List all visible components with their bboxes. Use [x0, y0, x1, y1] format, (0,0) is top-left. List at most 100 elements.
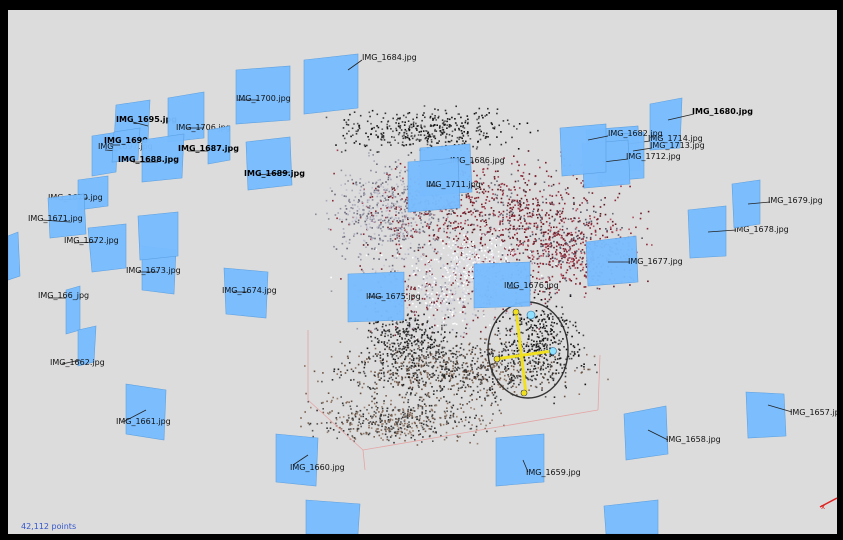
- camera-plane[interactable]: [47, 193, 87, 239]
- camera-frustum[interactable]: IMG_1679.jpg: [731, 179, 823, 229]
- camera-plane[interactable]: [235, 65, 291, 125]
- point-cloud-scene[interactable]: IMG_1695.jpgIMG_1706.jpgIMG_1697.jpgIMG_…: [8, 10, 837, 534]
- camera-plane[interactable]: [603, 499, 659, 534]
- camera-frustum[interactable]: IMG_1676.jpg: [473, 261, 559, 309]
- camera-frustum[interactable]: IMG_1675.jpg: [347, 271, 421, 323]
- camera-plane[interactable]: [167, 91, 205, 143]
- camera-leader-line: [707, 229, 737, 233]
- camera-leader-line: [587, 135, 609, 141]
- camera-plane[interactable]: [125, 383, 167, 441]
- camera-frustum[interactable]: IMG_1684.jpg: [303, 53, 417, 115]
- camera-label: IMG_1680.jpg: [692, 107, 753, 116]
- camera-frustum[interactable]: IMG_1687.jpg: [178, 125, 239, 165]
- camera-label: IMG_1684.jpg: [362, 53, 417, 62]
- camera-label: IMG_1671.jpg: [28, 214, 83, 223]
- camera-leader-line: [522, 459, 529, 473]
- camera-label: IMG_1711.jpg: [426, 180, 481, 189]
- camera-plane[interactable]: [731, 179, 761, 229]
- camera-plane[interactable]: [649, 97, 683, 151]
- camera-frustum[interactable]: IMG_1672.jpg: [64, 223, 127, 273]
- camera-plane[interactable]: [305, 499, 361, 534]
- camera-label: IMG_1674.jpg: [222, 286, 277, 295]
- camera-plane[interactable]: [687, 205, 727, 259]
- camera-label: IMG_1677.jpg: [628, 257, 683, 266]
- camera-frustum[interactable]: IMG_166_jpg: [38, 285, 89, 335]
- camera-plane[interactable]: [91, 131, 119, 177]
- camera-label: IMG_1676.jpg: [504, 281, 559, 290]
- camera-label: IMG_1673.jpg: [126, 266, 181, 275]
- camera-frustum[interactable]: IMG_1678.jpg: [687, 205, 789, 259]
- camera-leader-line: [292, 454, 309, 466]
- camera-label: IMG_1662.jpg: [50, 358, 105, 367]
- camera-leader-line: [257, 171, 291, 176]
- camera-leader-line: [132, 121, 149, 127]
- camera-plane[interactable]: [245, 136, 293, 191]
- camera-plane[interactable]: [111, 127, 141, 163]
- axis-x-label: x: [821, 503, 825, 511]
- camera-leader-line: [73, 241, 97, 244]
- camera-label: IMG_1689.jpg: [244, 169, 305, 178]
- camera-frustum[interactable]: IMG_1658.jpg: [623, 405, 721, 461]
- camera-plane[interactable]: [275, 433, 319, 487]
- camera-plane[interactable]: [495, 433, 545, 487]
- camera-plane[interactable]: [141, 133, 185, 183]
- camera-plane[interactable]: [473, 261, 531, 309]
- camera-frustum[interactable]: IMG_1662.jpg: [50, 325, 105, 367]
- camera-plane[interactable]: [137, 211, 179, 261]
- camera-leader-line: [647, 429, 669, 441]
- camera-frustum[interactable]: IMG_1700.jpg: [235, 65, 291, 125]
- camera-frustum[interactable]: IMG_1688.jpg: [118, 133, 185, 183]
- camera-leader-line: [122, 409, 147, 423]
- camera-leader-line: [602, 158, 629, 163]
- camera-label: IMG_1678.jpg: [734, 225, 789, 234]
- camera-frustum[interactable]: IMG_1706.jpg: [167, 91, 231, 143]
- camera-label: IMG_1659.jpg: [526, 468, 581, 477]
- camera-frustum[interactable]: IMG_1677.jpg: [585, 235, 683, 287]
- camera-frustum[interactable]: IMG_1689.jpg: [244, 136, 305, 191]
- camera-label: IMG_1690: [104, 136, 148, 145]
- transform-gizmo[interactable]: [487, 301, 569, 399]
- camera-label: IMG_1661.jpg: [116, 417, 171, 426]
- camera-plane[interactable]: [585, 235, 639, 287]
- camera-label: IMG_1688.jpg: [118, 155, 179, 164]
- camera-plane[interactable]: [223, 267, 269, 319]
- bounding-box: [307, 330, 601, 471]
- camera-leader-line: [767, 404, 793, 413]
- camera-plane[interactable]: [623, 405, 669, 461]
- camera-leader-line: [667, 113, 695, 121]
- camera-plane[interactable]: [745, 391, 787, 439]
- camera-label: IMG_166_jpg: [38, 291, 89, 300]
- camera-plane[interactable]: [77, 325, 97, 367]
- camera-plane[interactable]: [407, 157, 461, 213]
- camera-set: IMG_1695.jpgIMG_1706.jpgIMG_1697.jpgIMG_…: [8, 53, 837, 534]
- camera-label: IMG_1686.jpg: [450, 156, 505, 165]
- camera-frustum[interactable]: IMG_1682.jpg: [559, 123, 663, 177]
- camera-plane[interactable]: [87, 223, 127, 273]
- camera-leader-line: [747, 201, 771, 205]
- camera-plane[interactable]: [8, 231, 21, 281]
- point-count-status: 42,112 points: [21, 522, 77, 531]
- camera-label: IMG_1687.jpg: [178, 144, 239, 153]
- camera-label: IMG_1712.jpg: [626, 152, 681, 161]
- camera-frustum[interactable]: IMG_1680.jpg: [649, 97, 753, 151]
- camera-label: IMG_1706.jpg: [176, 123, 231, 132]
- camera-label: IMG_1713.jpg: [650, 141, 705, 150]
- 3d-viewport[interactable]: IMG_1695.jpgIMG_1706.jpgIMG_1697.jpgIMG_…: [8, 10, 837, 534]
- camera-label: IMG_1672.jpg: [64, 236, 119, 245]
- camera-label: IMG_1657.jpg: [790, 408, 837, 417]
- camera-plane[interactable]: [303, 53, 359, 115]
- axis-indicator: x: [819, 497, 837, 511]
- camera-label: IMG_1700.jpg: [236, 94, 291, 103]
- camera-frustum[interactable]: IMG_1661.jpg: [116, 383, 171, 441]
- camera-frustum[interactable]: IMG_1660.jpg: [275, 433, 345, 487]
- camera-plane[interactable]: [207, 125, 231, 165]
- camera-frustum[interactable]: IMG_1690: [104, 127, 148, 163]
- camera-frustum[interactable]: IMG_1671.jpg: [28, 193, 87, 239]
- camera-frustum[interactable]: IMG_1659.jpg: [495, 433, 581, 487]
- camera-frustum[interactable]: IMG_1711.jpg: [407, 157, 481, 213]
- camera-frustum[interactable]: IMG_1657.jpg: [745, 391, 837, 439]
- camera-frustum[interactable]: IMG_1674.jpg: [222, 267, 277, 319]
- camera-leader-line: [61, 359, 81, 365]
- camera-plane[interactable]: [559, 123, 607, 177]
- camera-label: IMG_1695.jpg: [116, 115, 177, 124]
